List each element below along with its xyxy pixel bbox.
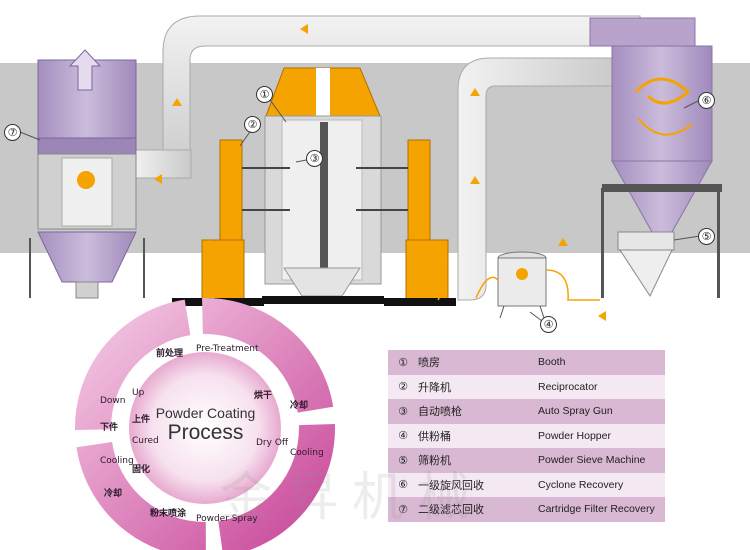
legend-en: Booth — [538, 356, 566, 369]
legend-zh: 自动喷枪 — [418, 405, 462, 419]
legend-row: ⑤ 筛粉机 Powder Sieve Machine — [388, 448, 665, 473]
legend-num: ④ — [398, 429, 408, 443]
legend-num: ② — [398, 380, 408, 394]
step-cooling-left-zh: 冷却 — [104, 489, 123, 499]
legend-row: ① 喷房 Booth — [388, 350, 665, 375]
callout-6: ⑥ — [698, 92, 715, 109]
step-cooling-left-en: Cooling — [100, 456, 134, 466]
callout-1: ① — [256, 86, 273, 103]
callout-2: ② — [244, 116, 261, 133]
legend-en: Cartridge Filter Recovery — [538, 503, 655, 516]
callout-3: ③ — [306, 150, 323, 167]
step-powderspray-en: Powder Spray — [196, 514, 258, 524]
watermark: 金昇机械 — [220, 468, 485, 528]
legend-en: Powder Hopper — [538, 429, 611, 442]
step-cooling-right-en: Cooling — [290, 448, 324, 458]
legend-row: ④ 供粉桶 Powder Hopper — [388, 423, 665, 448]
process-center-title: Powder Coating Process — [143, 405, 268, 445]
callout-5: ⑤ — [698, 228, 715, 245]
legend-row: ③ 自动喷枪 Auto Spray Gun — [388, 399, 665, 424]
legend-zh: 升降机 — [418, 380, 451, 394]
legend-num: ③ — [398, 404, 408, 418]
step-cured-zh: 固化 — [132, 465, 151, 475]
left-duct — [132, 149, 192, 179]
legend-en: Reciprocator — [538, 380, 598, 393]
cartridge-filter-recovery — [29, 49, 145, 299]
legend-num: ① — [398, 355, 408, 369]
reciprocator-right — [356, 139, 456, 306]
legend-en: Cyclone Recovery — [538, 478, 624, 491]
legend-row: ⑥ 一级旋风回收 Cyclone Recovery — [388, 472, 665, 497]
process-title-line2: Process — [167, 421, 244, 444]
legend-num: ⑤ — [398, 453, 408, 467]
callout-4: ④ — [540, 316, 557, 333]
legend-zh: 筛粉机 — [418, 454, 451, 468]
legend-zh: 供粉桶 — [418, 429, 451, 443]
step-dryoff-zh: 烘干 — [254, 391, 273, 401]
legend-row: ⑦ 二级滤芯回收 Cartridge Filter Recovery — [388, 497, 665, 522]
process-title-line1: Powder Coating — [155, 405, 256, 421]
powder-hose — [203, 239, 600, 301]
legend-table: ① 喷房 Booth ② 升降机 Reciprocator ③ 自动喷枪 Auto Spra… — [388, 350, 665, 522]
step-pretreatment-zh: 前处理 — [156, 349, 184, 359]
step-pretreatment-en: Pre-Treatment — [196, 344, 259, 354]
step-down-en: Down — [100, 396, 126, 406]
legend-row: ② 升降机 Reciprocator — [388, 374, 665, 399]
step-cooling-right-zh: 冷却 — [290, 401, 309, 411]
callout-7: ⑦ — [4, 124, 21, 141]
legend-num: ⑥ — [398, 478, 408, 492]
cyclone-recovery — [589, 17, 722, 298]
legend-en: Auto Spray Gun — [538, 405, 613, 418]
flow-arrows — [154, 24, 606, 321]
powder-hopper — [497, 251, 547, 319]
process-ring — [75, 298, 335, 550]
middle-duct — [457, 57, 621, 301]
step-dryoff-en: Dry Off — [256, 438, 289, 448]
step-down-zh: 下件 — [100, 423, 119, 433]
step-powderspray-zh: 粉末喷涂 — [150, 509, 187, 519]
spray-booth — [262, 67, 384, 304]
legend-zh: 一级旋风回收 — [418, 478, 484, 492]
step-cured-en: Cured — [132, 436, 159, 446]
step-up-zh: 上件 — [132, 415, 151, 425]
step-up-en: Up — [132, 388, 145, 398]
legend-en: Powder Sieve Machine — [538, 454, 646, 467]
legend-zh: 二级滤芯回收 — [418, 503, 484, 517]
legend-num: ⑦ — [398, 502, 408, 516]
legend-zh: 喷房 — [418, 356, 440, 370]
